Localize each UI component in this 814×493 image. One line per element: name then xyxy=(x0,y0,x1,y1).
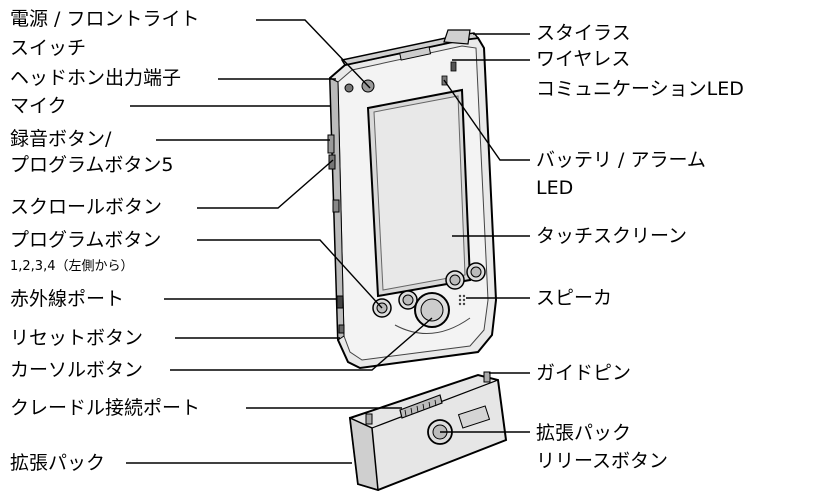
label-speaker: スピーカ xyxy=(536,287,613,309)
label-pack-release-line2: リリースボタン xyxy=(536,450,669,472)
label-stylus: スタイラス xyxy=(536,22,631,44)
expansion-pack xyxy=(348,371,508,492)
label-headphone-jack: ヘッドホン出力端子 xyxy=(10,67,182,89)
label-power-switch: 電源 / フロントライト xyxy=(10,8,200,30)
label-cradle-port: クレードル接続ポート xyxy=(10,397,201,419)
label-expansion-pack: 拡張パック xyxy=(10,452,106,474)
label-battery-led-line2: LED xyxy=(536,177,574,199)
leader-lines xyxy=(126,19,530,464)
label-scroll-button: スクロールボタン xyxy=(10,196,163,218)
label-program-buttons-line2: 1,2,3,4（左側から） xyxy=(10,259,134,274)
label-wireless-led-line2: コミュニケーションLED xyxy=(536,78,744,100)
label-cursor-button: カーソルボタン xyxy=(10,359,144,381)
label-guide-pin: ガイドピン xyxy=(536,362,632,384)
label-program-buttons: プログラムボタン xyxy=(10,229,162,251)
label-reset-button: リセットボタン xyxy=(10,327,144,349)
label-pack-release: 拡張パック xyxy=(536,422,632,444)
label-battery-led: バッテリ / アラーム xyxy=(536,149,706,171)
label-record-button: 録音ボタン/ xyxy=(10,128,112,150)
label-infrared-port: 赤外線ポート xyxy=(10,288,125,310)
label-microphone: マイク xyxy=(10,95,67,117)
pda-device xyxy=(327,29,498,370)
label-touch-screen: タッチスクリーン xyxy=(536,225,688,247)
label-wireless-led: ワイヤレス xyxy=(536,48,631,70)
label-power-switch-line2: スイッチ xyxy=(10,37,87,59)
label-record-button-line2: プログラムボタン5 xyxy=(10,154,174,176)
